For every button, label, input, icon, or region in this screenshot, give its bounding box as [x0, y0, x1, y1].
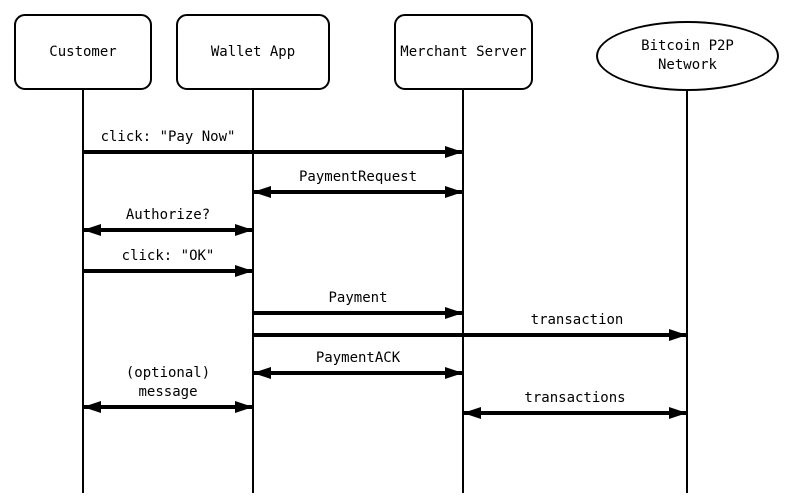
message-label-3: click: "OK": [121, 248, 215, 264]
arrowhead-right-1: [445, 186, 463, 198]
arrowhead-left-1: [253, 186, 271, 198]
participant-label-bitcoin-p2p-network: Bitcoin P2P Network: [641, 38, 734, 73]
lifeline-wallet-app: [252, 90, 254, 493]
lifeline-customer: [82, 90, 84, 493]
arrowhead-right-3: [235, 265, 253, 277]
message-line-2: [83, 228, 253, 232]
arrowhead-right-6: [445, 367, 463, 379]
arrowhead-right-0: [445, 146, 463, 158]
message-line-5: [253, 333, 687, 337]
message-label-0: click: "Pay Now": [100, 129, 236, 145]
lifeline-merchant-server: [462, 90, 464, 493]
participant-merchant-server: Merchant Server: [394, 14, 533, 90]
arrowhead-right-5: [669, 329, 687, 341]
message-label-1: PaymentRequest: [298, 169, 418, 185]
message-label-7: (optional) message: [125, 365, 211, 400]
message-label-5: transaction: [530, 312, 624, 328]
message-label-6: PaymentACK: [315, 350, 401, 366]
participant-bitcoin-p2p-network: Bitcoin P2P Network: [596, 21, 779, 91]
arrowhead-left-2: [83, 224, 101, 236]
participant-label-customer: Customer: [49, 43, 117, 60]
message-line-3: [83, 269, 253, 273]
arrowhead-right-7: [235, 401, 253, 413]
arrowhead-left-7: [83, 401, 101, 413]
participant-customer: Customer: [14, 14, 152, 90]
arrowhead-right-4: [445, 307, 463, 319]
message-label-8: transactions: [524, 390, 626, 406]
message-line-1: [253, 190, 463, 194]
participant-label-wallet-app: Wallet App: [210, 43, 296, 60]
participant-label-merchant-server: Merchant Server: [400, 43, 527, 60]
message-line-0: [83, 150, 463, 154]
arrowhead-right-2: [235, 224, 253, 236]
message-line-8: [463, 411, 687, 415]
message-line-4: [253, 311, 463, 315]
lifeline-bitcoin-p2p-network: [686, 90, 688, 493]
participant-wallet-app: Wallet App: [176, 14, 330, 90]
arrowhead-left-8: [463, 407, 481, 419]
message-label-2: Authorize?: [125, 207, 211, 223]
arrowhead-left-6: [253, 367, 271, 379]
arrowhead-right-8: [669, 407, 687, 419]
message-label-4: Payment: [328, 290, 388, 306]
message-line-7: [83, 405, 253, 409]
message-line-6: [253, 371, 463, 375]
